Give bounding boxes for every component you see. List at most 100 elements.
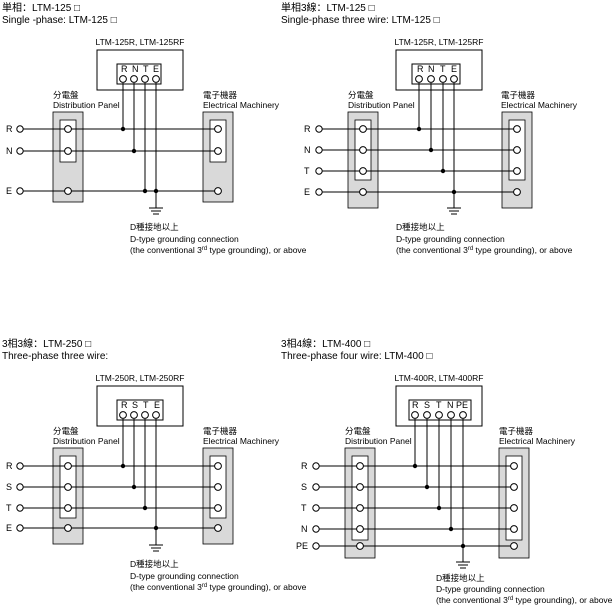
terminal-circle: [64, 147, 72, 155]
terminal-circle: [64, 125, 72, 133]
line-label: T: [304, 166, 310, 176]
right-panel-label-jp: 電子機器: [501, 90, 536, 100]
terminal-circle: [315, 188, 323, 196]
terminal-circle: [312, 504, 320, 512]
terminal-label: T: [143, 400, 149, 410]
left-panel-label-en: Distribution Panel: [348, 100, 415, 110]
terminal-block: [411, 63, 461, 85]
terminal-circle: [356, 483, 364, 491]
ground-label-jp: D種接地以上: [396, 222, 445, 232]
terminal-circle: [359, 125, 367, 133]
terminal-circle: [312, 542, 320, 550]
terminal-label: T: [143, 64, 149, 74]
terminal-circle: [427, 75, 435, 83]
terminal-circle: [16, 187, 24, 195]
terminal-circle: [510, 542, 518, 550]
terminal-circle: [359, 167, 367, 175]
terminal-label: R: [417, 64, 424, 74]
terminal-label: R: [412, 400, 419, 410]
terminal-label: R: [121, 400, 128, 410]
terminal-circle: [356, 504, 364, 512]
terminal-circle: [312, 462, 320, 470]
terminal-circle: [312, 483, 320, 491]
line-label: R: [301, 461, 308, 471]
diagram-title-jp: 3相3線：LTM-250 □: [2, 337, 91, 350]
device-model-label: LTM-400R, LTM-400RF: [395, 373, 484, 383]
junction-dot: [424, 484, 430, 490]
junction-dot: [142, 188, 148, 194]
terminal-circle: [16, 504, 24, 512]
terminal-circle: [356, 542, 364, 550]
diagram-title-en: Single-phase three wire: LTM-125 □: [281, 15, 440, 26]
terminal-circle: [359, 146, 367, 154]
left-panel-label-jp: 分電盤: [345, 426, 371, 436]
terminal-label: S: [132, 400, 138, 410]
diagram-single-phase: 単相：LTM-125 □ Single -phase: LTM-125 □ LT…: [2, 1, 307, 255]
line-label: R: [6, 461, 13, 471]
junction-dot: [153, 525, 159, 531]
terminal-circle: [513, 125, 521, 133]
terminal-label: T: [440, 64, 446, 74]
ground-note: (the conventional 3rd type grounding), o…: [130, 245, 307, 255]
terminal-circle: [214, 504, 222, 512]
terminal-circle: [513, 146, 521, 154]
machinery-panel-terminals: [505, 455, 523, 541]
terminal-circle: [16, 483, 24, 491]
terminal-circle: [439, 75, 447, 83]
terminal-circle: [447, 411, 455, 419]
device-model-label: LTM-125R, LTM-125RF: [96, 37, 185, 47]
ground-label-en: D-type grounding connection: [130, 234, 239, 244]
junction-dot: [153, 188, 159, 194]
terminal-screw: [119, 75, 127, 83]
junction-dot: [120, 126, 126, 132]
terminal-circle: [435, 411, 443, 419]
line-label: N: [304, 145, 311, 155]
terminal-circle: [16, 147, 24, 155]
diagram-single-phase-three-wire: 単相3線：LTM-125 □ Single-phase three wire: …: [281, 1, 578, 255]
terminal-circle: [312, 525, 320, 533]
terminal-block: [116, 63, 162, 85]
terminal-circle: [64, 187, 72, 195]
terminal-circle: [510, 525, 518, 533]
diagram-title-en: Single -phase: LTM-125 □: [2, 15, 117, 26]
terminal-circle: [315, 125, 323, 133]
left-panel-label-en: Distribution Panel: [53, 100, 120, 110]
line-label: E: [304, 187, 310, 197]
terminal-circle: [214, 483, 222, 491]
ground-note: (the conventional 3rd type grounding), o…: [396, 245, 573, 255]
line-label: S: [6, 482, 12, 492]
line-label: S: [301, 482, 307, 492]
terminal-circle: [450, 75, 458, 83]
line-label: E: [6, 523, 12, 533]
right-panel-label-en: Electrical Machinery: [501, 100, 578, 110]
distribution-panel-terminals: [351, 455, 369, 541]
line-label: T: [6, 503, 12, 513]
line-label: R: [6, 124, 13, 134]
terminal-circle: [510, 504, 518, 512]
terminal-circle: [152, 411, 160, 419]
diagram-title-jp: 3相4線：LTM-400 □: [281, 337, 370, 350]
diagram-title-jp: 単相：LTM-125 □: [2, 1, 80, 14]
terminal-circle: [141, 411, 149, 419]
diagram-three-phase-three-wire: 3相3線：LTM-250 □ Three-phase three wire: L…: [2, 337, 307, 592]
diagram-three-phase-four-wire: 3相4線：LTM-400 □ Three-phase four wire: LT…: [281, 337, 613, 605]
terminal-circle: [16, 125, 24, 133]
line-label: N: [301, 524, 308, 534]
terminal-screw: [130, 75, 138, 83]
junction-dot: [428, 147, 434, 153]
junction-dot: [416, 126, 422, 132]
terminal-circle: [415, 75, 423, 83]
right-panel-label-en: Electrical Machinery: [203, 100, 280, 110]
right-panel-label-en: Electrical Machinery: [499, 436, 576, 446]
line-label: N: [6, 146, 13, 156]
terminal-circle: [510, 483, 518, 491]
terminal-circle: [359, 188, 367, 196]
terminal-circle: [214, 187, 222, 195]
right-panel-label-jp: 電子機器: [499, 426, 534, 436]
terminal-circle: [64, 524, 72, 532]
terminal-circle: [510, 462, 518, 470]
line-label: R: [304, 124, 311, 134]
terminal-circle: [214, 524, 222, 532]
right-panel-label-jp: 電子機器: [203, 90, 238, 100]
